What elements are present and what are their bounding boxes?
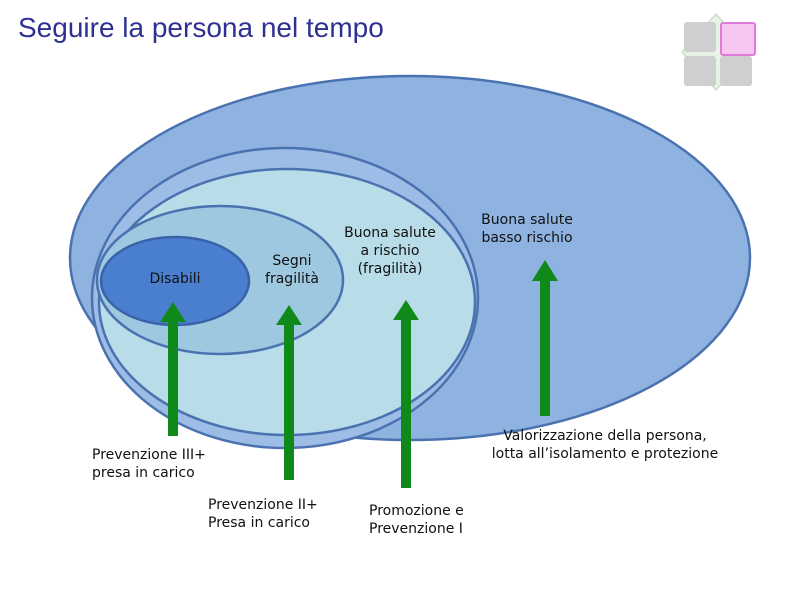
label-buona-salute-rischio: Buona salute a rischio (fragilità): [344, 225, 436, 277]
arrow-prevenzione-ii-head: [276, 305, 302, 325]
label-prevenzione-ii: Prevenzione II+ Presa in carico: [208, 497, 318, 531]
navigation-thumbnail[interactable]: [680, 12, 756, 92]
label-segni-fragilita: Segni fragilità: [265, 253, 319, 287]
thumbnail-cell[interactable]: [684, 56, 716, 86]
label-disabili: Disabili: [149, 271, 201, 287]
thumbnail-cell-active[interactable]: [720, 22, 756, 56]
arrow-valorizzazione-head: [532, 260, 558, 281]
label-buona-salute-basso: Buona salute basso rischio: [481, 212, 573, 246]
arrow-prevenzione-iii-head: [160, 302, 186, 322]
thumbnail-cell[interactable]: [720, 56, 752, 86]
label-promozione: Promozione e Prevenzione I: [369, 503, 464, 537]
page-title: Seguire la persona nel tempo: [18, 12, 384, 43]
arrow-promozione-head: [393, 300, 419, 320]
thumbnail-cell[interactable]: [684, 22, 716, 52]
label-valorizzazione: Valorizzazione della persona, lotta all’…: [491, 428, 719, 462]
label-prevenzione-iii: Prevenzione III+ presa in carico: [92, 447, 206, 481]
